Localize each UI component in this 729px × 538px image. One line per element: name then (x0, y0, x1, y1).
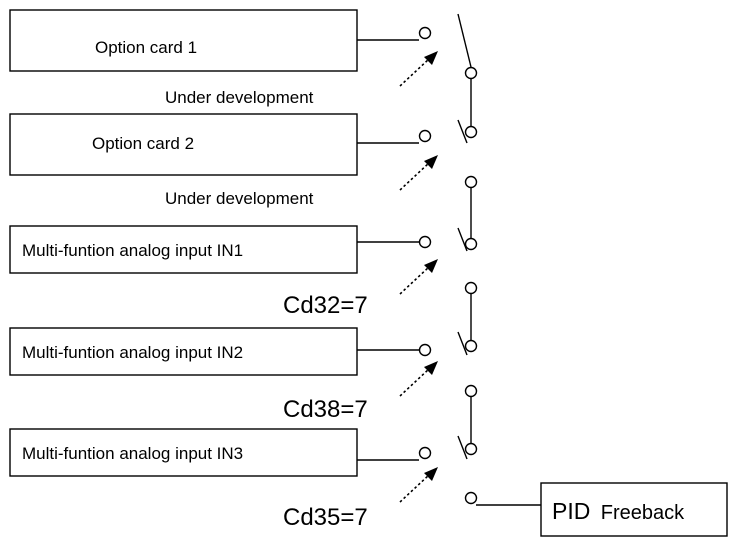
pid-feedback-label-part2: Freeback (601, 502, 685, 524)
condition-label-4: Cd38=7 (283, 396, 368, 423)
switch-blade-4 (457, 331, 468, 356)
actuator-arrow-5-head (424, 467, 438, 481)
condition-label-3: Cd32=7 (283, 292, 368, 319)
pid-feedback-label-part1: PID (552, 498, 590, 524)
switch-blade-5 (457, 435, 468, 460)
source-label-2: Option card 2 (92, 134, 194, 153)
source-box-in2 (9, 327, 358, 376)
source-label-4: Multi-funtion analog input IN2 (22, 343, 243, 362)
contact-right-2b (464, 237, 478, 251)
contact-right-3a (464, 281, 478, 295)
source-box-in1 (9, 225, 358, 274)
actuator-arrow-2-shaft (399, 161, 431, 191)
contact-right-1b (464, 125, 478, 139)
contact-right-2a (464, 175, 478, 189)
actuator-arrow-3-shaft (399, 265, 431, 295)
condition-label-2: Under development (165, 189, 314, 208)
actuator-arrow-2-head (424, 155, 438, 169)
contact-right-5 (464, 491, 478, 505)
pid-feedback-box (540, 482, 728, 537)
pid-feedback-label: PID Freeback (552, 498, 685, 524)
switch-blade-3 (457, 227, 468, 252)
contact-left-1 (418, 26, 432, 40)
switch-blade-2 (457, 119, 468, 144)
contact-left-2 (418, 129, 432, 143)
contact-right-1a (464, 66, 478, 80)
actuator-arrow-1-head (424, 51, 438, 65)
actuator-arrow-5-shaft (399, 473, 431, 503)
contact-left-3 (418, 235, 432, 249)
source-box-option-card-2 (9, 113, 358, 176)
contact-right-4a (464, 384, 478, 398)
contact-left-4 (418, 343, 432, 357)
contact-left-5 (418, 446, 432, 460)
condition-label-1: Under development (165, 88, 314, 107)
contact-right-3b (464, 339, 478, 353)
switch-blade-1 (457, 13, 472, 68)
actuator-arrow-4-shaft (399, 367, 431, 397)
source-box-in3 (9, 428, 358, 477)
actuator-arrow-4-head (424, 361, 438, 375)
source-label-1: Option card 1 (95, 38, 197, 57)
actuator-arrow-1-shaft (399, 57, 431, 87)
condition-label-5: Cd35=7 (283, 504, 368, 531)
actuator-arrow-3-head (424, 259, 438, 273)
source-label-3: Multi-funtion analog input IN1 (22, 241, 243, 260)
contact-right-4b (464, 442, 478, 456)
source-label-5: Multi-funtion analog input IN3 (22, 444, 243, 463)
